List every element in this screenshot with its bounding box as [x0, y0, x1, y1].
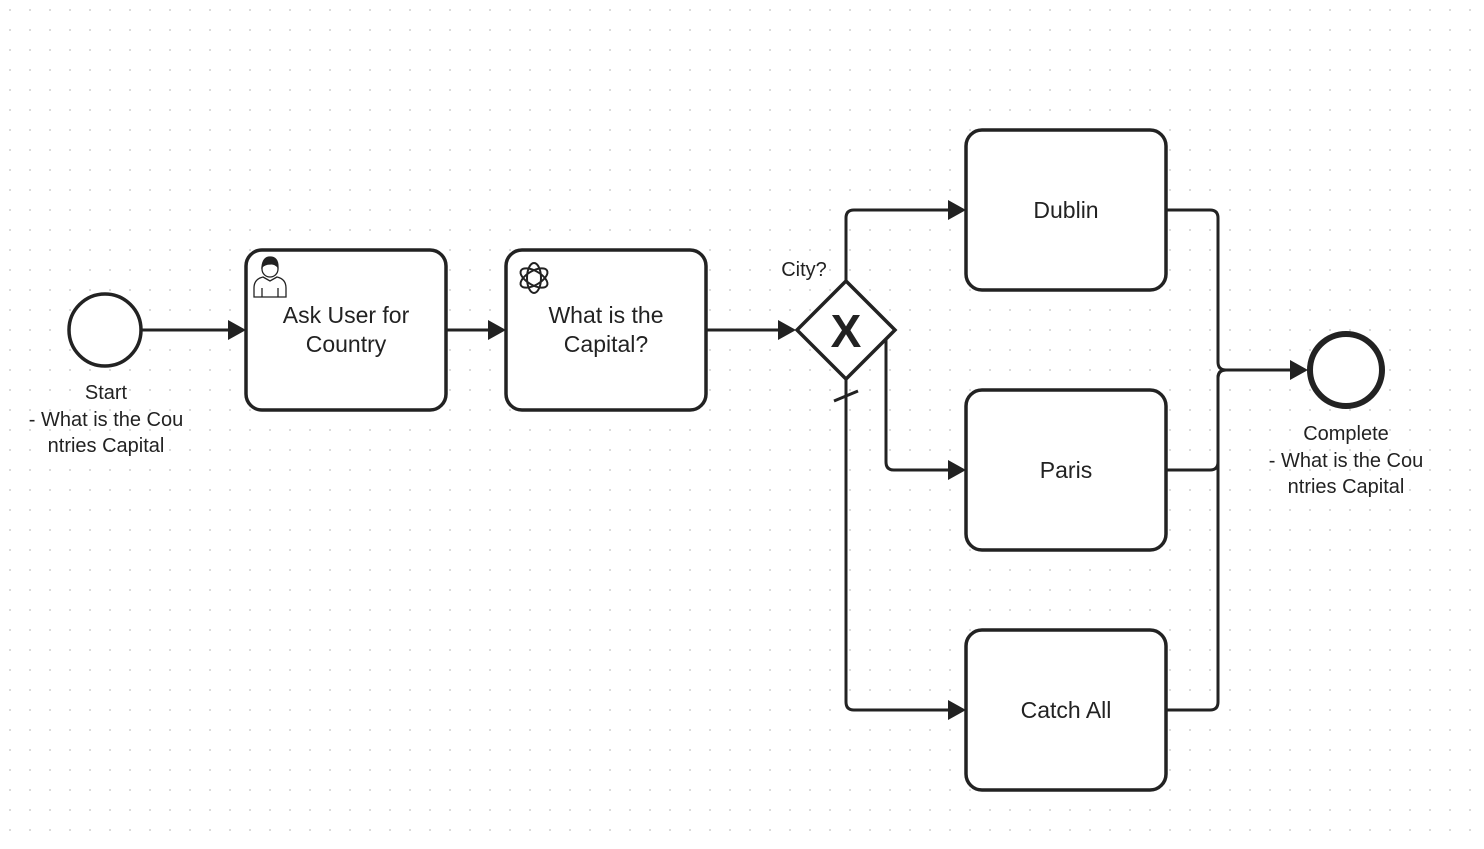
svg-text:Capital?: Capital?	[564, 331, 648, 357]
svg-text:What is the: What is the	[548, 302, 663, 328]
arrowhead	[948, 200, 966, 220]
arrowhead	[948, 700, 966, 720]
task-ask-user-box[interactable]	[244, 248, 448, 412]
task-catch-all-box[interactable]	[964, 628, 1168, 792]
svg-text:Ask User for: Ask User for	[283, 302, 410, 328]
end-event-label-line: - What is the Cou	[1269, 450, 1424, 472]
arrowhead	[488, 320, 506, 340]
task-capital[interactable]: What is the Capital?	[504, 248, 708, 412]
default-flow-marker	[833, 389, 859, 403]
task-paris-label: Paris	[1040, 457, 1092, 483]
arrowhead	[778, 320, 796, 340]
flow-gateway-to-catch-all[interactable]	[844, 379, 948, 712]
task-capital-label-line: Capital?	[564, 331, 648, 357]
flow-gateway-to-paris[interactable]	[884, 340, 948, 472]
svg-text:Country: Country	[306, 331, 387, 357]
end-event[interactable]: Complete - What is the Cou ntries Capita…	[1269, 331, 1424, 498]
flow-gateway-to-dublin[interactable]	[844, 208, 948, 281]
task-ask-user-label-line: Ask User for	[283, 302, 410, 328]
svg-text:- What is the Cou: - What is the Cou	[29, 409, 184, 431]
gateway-label: City?	[781, 259, 827, 281]
task-catch-all-label: Catch All	[1021, 697, 1112, 723]
user-icon	[253, 256, 287, 298]
end-event-circle[interactable]	[1307, 331, 1385, 409]
svg-text:Start: Start	[85, 382, 128, 404]
start-event-circle[interactable]	[67, 292, 143, 368]
arrowhead	[1290, 360, 1308, 380]
start-event-label-line: - What is the Cou	[29, 409, 184, 431]
flow-catch-all-to-complete[interactable]	[1166, 368, 1227, 712]
task-dublin[interactable]: Dublin	[964, 128, 1168, 292]
end-event-label-line: ntries Capital	[1288, 476, 1405, 498]
task-paris[interactable]: Paris	[964, 388, 1168, 552]
svg-text:ntries Capital: ntries Capital	[48, 435, 165, 457]
start-event-label-line: ntries Capital	[48, 435, 165, 457]
task-capital-box[interactable]	[504, 248, 708, 412]
arrowhead	[228, 320, 246, 340]
arrowhead	[948, 460, 966, 480]
task-paris-box[interactable]	[964, 388, 1168, 552]
sequence-flows	[142, 200, 1308, 720]
task-dublin-box[interactable]	[964, 128, 1168, 292]
task-ask-user-label-line: Country	[306, 331, 387, 357]
task-capital-label-line: What is the	[548, 302, 663, 328]
start-event-label-line: Start	[85, 382, 128, 404]
gateway-diamond[interactable]	[794, 278, 898, 382]
gateway-x-marker: X	[831, 305, 862, 357]
task-dublin-label: Dublin	[1033, 197, 1098, 223]
task-ask-user[interactable]: Ask User for Country	[244, 248, 448, 412]
end-event-label-line: Complete	[1303, 423, 1389, 445]
start-event[interactable]: Start - What is the Cou ntries Capital	[29, 292, 184, 457]
exclusive-gateway[interactable]: X City?	[781, 259, 898, 382]
openai-icon	[519, 262, 549, 294]
task-catch-all[interactable]: Catch All	[964, 628, 1168, 792]
